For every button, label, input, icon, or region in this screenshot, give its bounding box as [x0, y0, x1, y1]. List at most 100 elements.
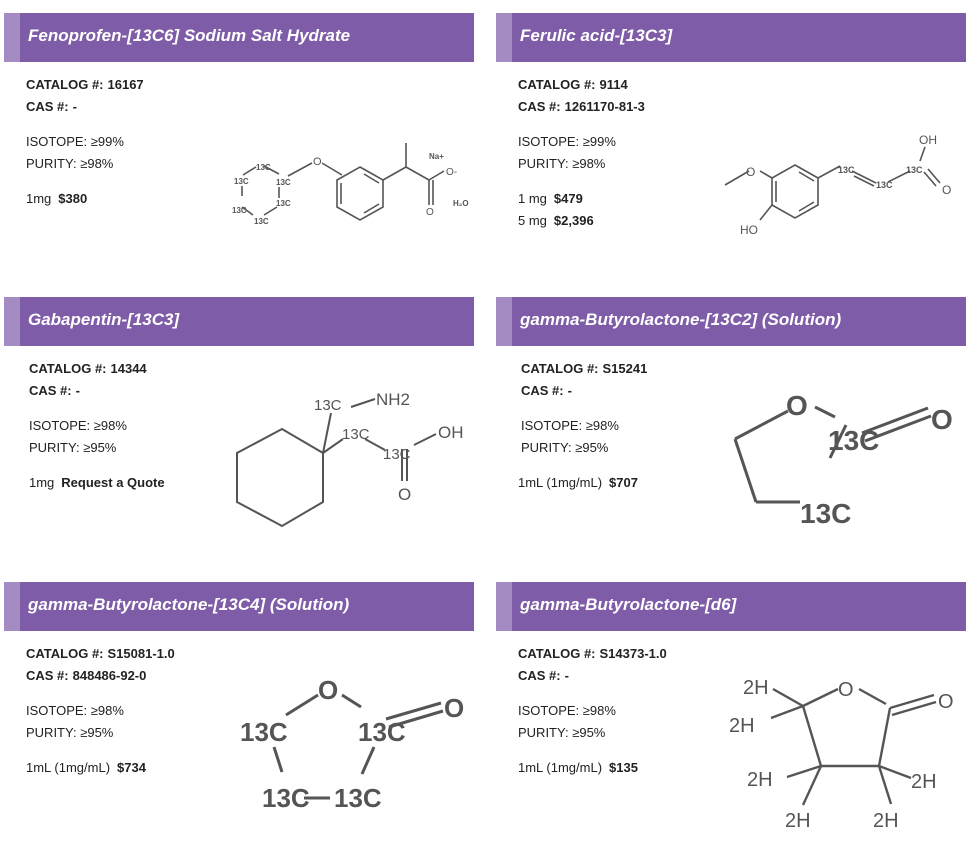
isotope-atom-label: 13C: [906, 165, 923, 175]
oxide-label: O-: [446, 167, 457, 178]
catalog-number: 9114: [599, 77, 628, 92]
chemical-structure-fenoprofen: 13C 13C 13C 13C 13C 13C O Na+ O- O H₂O: [232, 143, 469, 226]
product-header: gamma-Butyrolactone-[13C4] (Solution): [4, 582, 474, 631]
product-header: gamma-Butyrolactone-[d6]: [496, 582, 966, 631]
catalog-number: 14344: [110, 361, 147, 376]
cas-label: CAS #:: [518, 99, 561, 114]
catalog-label: CATALOG #:: [521, 361, 599, 376]
ring-o-label: O: [838, 679, 854, 701]
chemical-structure-gabapentin: 13C NH2 13C 13C OH O: [236, 390, 464, 528]
price-size: 1mg: [29, 475, 55, 490]
price-size: 1mL (1mg/mL): [518, 760, 603, 775]
header-accent: [496, 582, 512, 631]
cas-number: -: [567, 383, 572, 398]
cas-number: 848486-92-0: [72, 668, 147, 683]
isotope-atom-label: 13C: [254, 217, 269, 226]
isotope-value: ≥98%: [585, 418, 619, 433]
atom-label-nh2: NH2: [376, 390, 410, 409]
price-row: 5 mg $2,396: [518, 213, 645, 235]
isotope-label: ISOTOPE:: [518, 134, 580, 149]
catalog-number: S14373-1.0: [599, 646, 667, 661]
product-title[interactable]: Gabapentin-[13C3]: [28, 310, 180, 329]
isotope-atom-label: 13C: [828, 425, 879, 456]
deuterium-label: 2H: [785, 810, 811, 832]
ring-o-label: O: [318, 675, 338, 705]
price-value: $479: [553, 191, 583, 206]
product-header: gamma-Butyrolactone-[13C2] (Solution): [496, 297, 966, 346]
carbonyl-o-label: O: [938, 691, 954, 713]
product-info: CATALOG #:16167 CAS #:- ISOTOPE: ≥99% PU…: [26, 77, 144, 213]
atom-label-o: O: [746, 165, 755, 179]
header-accent: [4, 582, 20, 631]
purity-label: PURITY:: [518, 725, 569, 740]
purity-value: ≥95%: [575, 440, 609, 455]
header-accent: [496, 297, 512, 346]
cas-label: CAS #:: [26, 668, 69, 683]
product-card-ferulic-acid: Ferulic acid-[13C3] CATALOG #:9114 CAS #…: [496, 13, 966, 283]
isotope-atom-label: 13C: [256, 163, 271, 172]
product-info: CATALOG #:14344 CAS #:- ISOTOPE: ≥98% PU…: [29, 361, 165, 497]
price-size: 5 mg: [518, 213, 547, 228]
price-row: 1mg$380: [26, 191, 144, 213]
chemical-structure-gbl-d6: O O 2H 2H 2H 2H 2H 2H: [729, 677, 954, 832]
catalog-label: CATALOG #:: [29, 361, 107, 376]
purity-value: ≥98%: [572, 156, 606, 171]
price-value: $2,396: [553, 213, 594, 228]
product-title[interactable]: gamma-Butyrolactone-[13C2] (Solution): [520, 310, 842, 329]
price-value: $734: [117, 760, 146, 775]
catalog-number: 16167: [107, 77, 144, 92]
product-card-gbl-13c4: gamma-Butyrolactone-[13C4] (Solution) CA…: [4, 582, 474, 852]
isotope-value: ≥98%: [93, 418, 127, 433]
request-quote-link[interactable]: Request a Quote: [61, 475, 165, 490]
isotope-label: ISOTOPE:: [29, 418, 91, 433]
product-card-gbl-d6: gamma-Butyrolactone-[d6] CATALOG #:S1437…: [496, 582, 966, 852]
product-title[interactable]: Ferulic acid-[13C3]: [520, 26, 673, 45]
catalog-label: CATALOG #:: [518, 646, 596, 661]
isotope-atom-label: 13C: [276, 199, 291, 208]
carbonyl-o-label: O: [426, 207, 434, 218]
product-title[interactable]: Fenoprofen-[13C6] Sodium Salt Hydrate: [28, 26, 351, 45]
isotope-atom-label: 13C: [262, 783, 310, 813]
isotope-atom-label: 13C: [876, 180, 893, 190]
cas-number: -: [72, 99, 77, 114]
purity-value: ≥95%: [80, 725, 114, 740]
price-size: 1mL (1mg/mL): [518, 475, 603, 490]
ring-o-label: O: [786, 390, 808, 421]
product-card-gbl-13c2: gamma-Butyrolactone-[13C2] (Solution) CA…: [496, 297, 966, 567]
price-value: $707: [609, 475, 638, 490]
cas-number: -: [564, 668, 569, 683]
isotope-atom-label: 13C: [276, 178, 291, 187]
purity-value: ≥95%: [572, 725, 606, 740]
catalog-label: CATALOG #:: [26, 77, 104, 92]
header-accent: [4, 13, 20, 62]
price-row: 1mg Request a Quote: [29, 475, 165, 497]
deuterium-label: 2H: [729, 715, 755, 737]
price-row: 1mL (1mg/mL) $707: [518, 475, 647, 497]
cas-number: -: [75, 383, 80, 398]
purity-value: ≥95%: [83, 440, 117, 455]
product-header: Gabapentin-[13C3]: [4, 297, 474, 346]
price-row: 1 mg $479: [518, 191, 645, 213]
chemical-structure-ferulic-acid: O HO OH O 13C 13C 13C: [724, 133, 951, 237]
isotope-atom-label: 13C: [342, 426, 370, 443]
product-info: CATALOG #:S15241 CAS #:- ISOTOPE: ≥98% P…: [518, 361, 647, 497]
isotope-value: ≥99%: [90, 134, 124, 149]
isotope-label: ISOTOPE:: [26, 134, 88, 149]
cas-number: 1261170-81-3: [564, 99, 645, 114]
price-value: $380: [58, 191, 88, 206]
product-title[interactable]: gamma-Butyrolactone-[d6]: [520, 595, 737, 614]
product-info: CATALOG #:9114 CAS #:1261170-81-3 ISOTOP…: [518, 77, 645, 235]
atom-label-ho: HO: [740, 223, 758, 237]
header-accent: [4, 297, 20, 346]
price-size: 1 mg: [518, 191, 547, 206]
product-title[interactable]: gamma-Butyrolactone-[13C4] (Solution): [28, 595, 350, 614]
purity-label: PURITY:: [518, 156, 569, 171]
atom-label-oh: OH: [438, 423, 464, 442]
purity-label: PURITY:: [26, 156, 77, 171]
isotope-atom-label: 13C: [334, 783, 382, 813]
product-header: Fenoprofen-[13C6] Sodium Salt Hydrate: [4, 13, 474, 62]
cas-label: CAS #:: [29, 383, 72, 398]
product-info: CATALOG #:S14373-1.0 CAS #:- ISOTOPE: ≥9…: [518, 646, 667, 782]
product-header: Ferulic acid-[13C3]: [496, 13, 966, 62]
carbonyl-o-label: O: [931, 404, 953, 435]
